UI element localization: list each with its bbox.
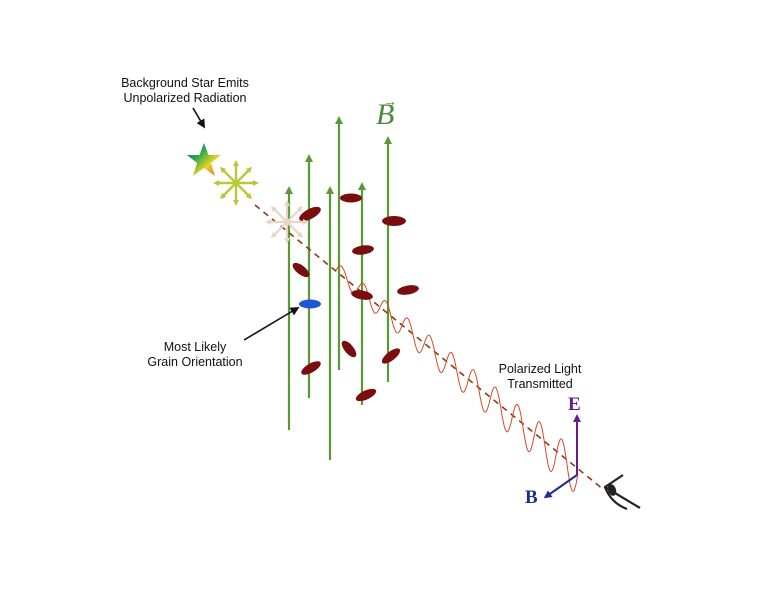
star-caption: Background Star Emits Unpolarized Radiat… [100, 76, 270, 106]
star-caption-line2: Unpolarized Radiation [123, 91, 247, 105]
dust-grain [301, 361, 321, 375]
dust-grain [340, 193, 362, 203]
magnetic-field-vector-mark: → [383, 93, 397, 109]
rainbow-star-icon [187, 143, 221, 176]
dust-grain [355, 388, 377, 402]
dust-grains [292, 193, 419, 402]
polarized-caption-line2: Transmitted [507, 377, 573, 391]
dust-grain [341, 340, 357, 358]
dust-grain [351, 290, 373, 300]
faint-burst-icon [265, 200, 309, 244]
arrow-burst-icon [213, 160, 259, 206]
dust-grain [382, 216, 406, 226]
dust-grain [292, 262, 310, 278]
dust-grain [381, 348, 401, 364]
magnetic-field-lines [285, 116, 392, 460]
eye-icon [603, 474, 641, 511]
polarized-wave [335, 265, 579, 492]
star-label-arrow [192, 107, 206, 129]
grain-caption-line2: Grain Orientation [147, 355, 243, 369]
polarized-caption-line1: Polarized Light [498, 362, 582, 376]
dust-grain [352, 245, 374, 255]
dust-grain [299, 206, 321, 222]
grain-caption-line1: Most Likely [163, 340, 227, 354]
grain-label-arrow [243, 306, 300, 341]
grain-caption: Most Likely Grain Orientation [120, 340, 270, 370]
b-vector-label: B [525, 487, 538, 508]
dust-grain [397, 285, 419, 295]
e-vector-label: E [568, 394, 581, 415]
magnetic-field-label: B [376, 98, 395, 131]
aligned-grain [299, 299, 321, 309]
polarized-caption: Polarized Light Transmitted [475, 362, 605, 392]
b-vector-arrow [543, 474, 578, 499]
propagation-beam [254, 204, 605, 491]
star-caption-line1: Background Star Emits [121, 76, 249, 90]
